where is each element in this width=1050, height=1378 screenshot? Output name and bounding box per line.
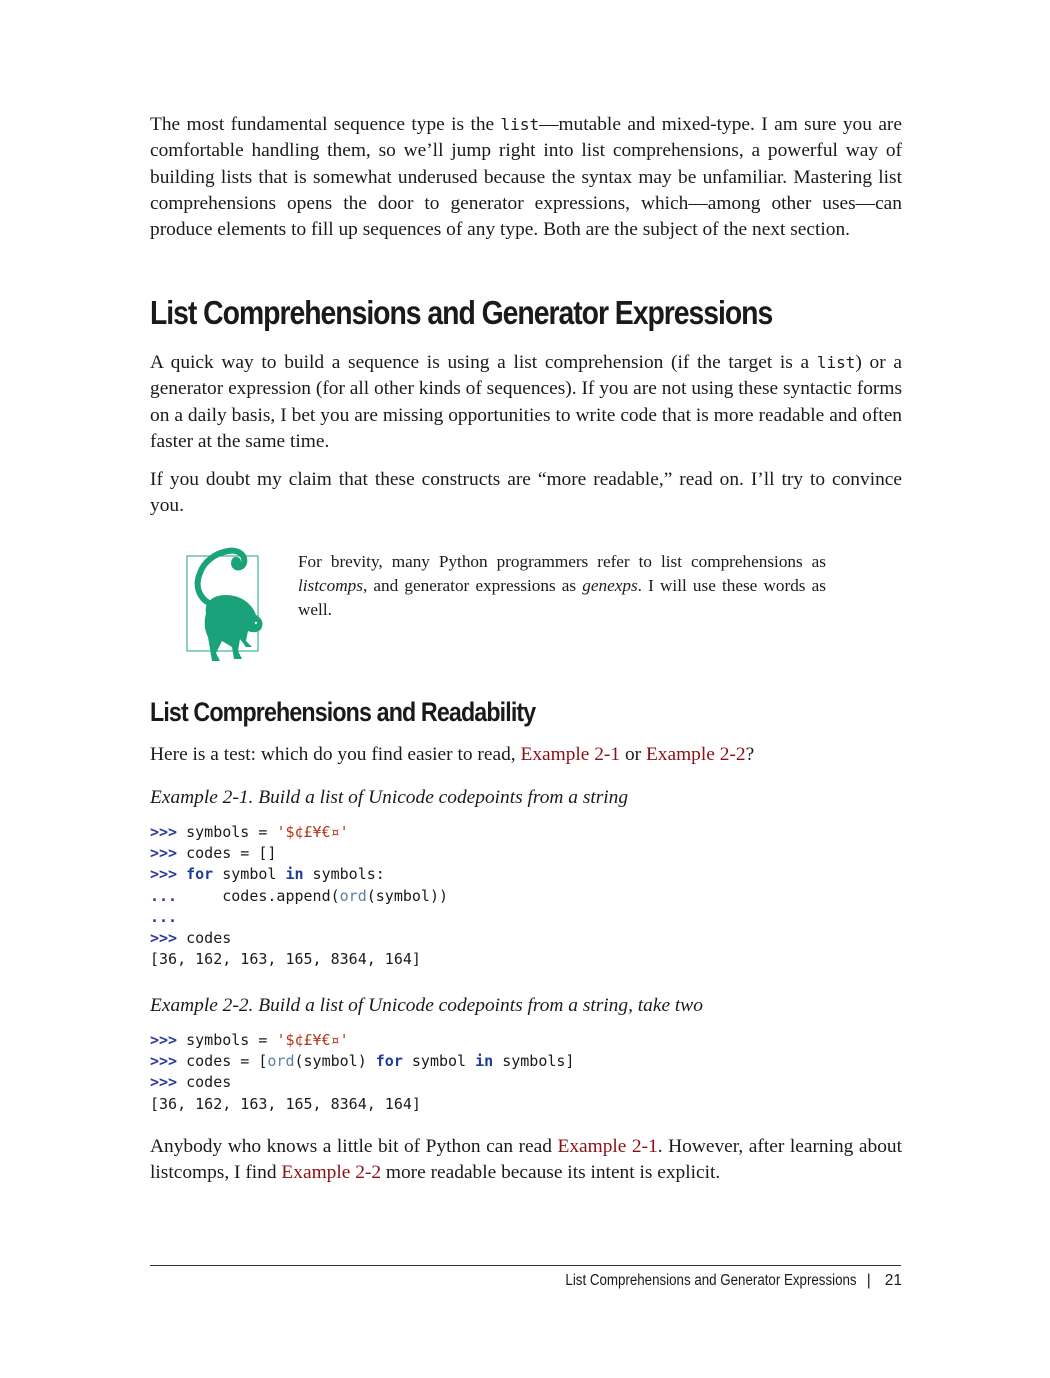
example-2-1-code: >>> symbols = '$¢£¥€¤' >>> codes = [] >>… bbox=[150, 822, 448, 970]
example-2-1-caption: Example 2-1. Build a list of Unicode cod… bbox=[150, 787, 629, 808]
prompt: >>> bbox=[150, 844, 178, 863]
code-output: [36, 162, 163, 165, 8364, 164] bbox=[150, 950, 421, 969]
code-output: [36, 162, 163, 165, 8364, 164] bbox=[150, 1094, 421, 1113]
note-text-2: , and generator expressions as bbox=[362, 576, 583, 595]
keyword-for: for bbox=[375, 1052, 403, 1071]
code-text: codes bbox=[177, 1073, 232, 1092]
sec1-p1-text-b: ) or a generator expression (for all oth… bbox=[150, 352, 902, 452]
prompt: >>> bbox=[150, 865, 178, 884]
section1-paragraph-1: A quick way to build a sequence is using… bbox=[150, 350, 902, 455]
sec1-p1-text-a: A quick way to build a sequence is using… bbox=[150, 352, 817, 373]
code-text: codes bbox=[177, 929, 232, 948]
keyword-in: in bbox=[285, 865, 304, 884]
prompt: >>> bbox=[150, 1052, 178, 1071]
continuation-prompt: ... bbox=[150, 907, 178, 926]
xref-example-2-1-b[interactable]: Example 2-1 bbox=[557, 1136, 658, 1157]
intro-paragraph: The most fundamental sequence type is th… bbox=[150, 112, 902, 243]
xref-example-2-2-b[interactable]: Example 2-2 bbox=[281, 1162, 382, 1184]
string-literal: '$¢£¥€¤' bbox=[276, 1031, 349, 1049]
note-text-1: For brevity, many Python programmers ref… bbox=[298, 552, 826, 571]
footer-divider bbox=[150, 1265, 901, 1266]
inline-code-list-2: list bbox=[816, 353, 856, 372]
continuation-prompt: ... bbox=[150, 886, 178, 905]
keyword-for: for bbox=[186, 865, 214, 884]
inline-code-list: list bbox=[500, 115, 540, 134]
section2-paragraph-1: Here is a test: which do you find easier… bbox=[150, 742, 902, 768]
keyword-in: in bbox=[475, 1052, 494, 1071]
code-text: symbol bbox=[402, 1052, 476, 1071]
prompt: >>> bbox=[150, 1031, 178, 1049]
page-number: 21 bbox=[884, 1272, 902, 1289]
code-text: (symbol)) bbox=[366, 886, 449, 905]
code-text: (symbol) bbox=[294, 1052, 376, 1071]
lemur-icon bbox=[186, 547, 263, 661]
page-footer: List Comprehensions and Generator Expres… bbox=[518, 1272, 902, 1290]
closing-text-2: . However, after learning about listcomp… bbox=[150, 1136, 902, 1184]
prompt: >>> bbox=[150, 929, 178, 948]
code-text: codes = [ bbox=[177, 1052, 268, 1071]
xref-example-2-1[interactable]: Example 2-1 bbox=[520, 744, 621, 765]
term-listcomps: listcomps bbox=[298, 576, 363, 595]
code-text: symbols: bbox=[303, 865, 385, 884]
running-footer-title: List Comprehensions and Generator Expres… bbox=[565, 1272, 857, 1289]
prompt: >>> bbox=[150, 823, 178, 841]
intro-text-1: The most fundamental sequence type is th… bbox=[150, 114, 501, 135]
code-text: codes.append( bbox=[177, 886, 340, 905]
tip-note-text: For brevity, many Python programmers ref… bbox=[298, 550, 826, 622]
code-text: codes = [] bbox=[177, 844, 277, 863]
section-heading-list-comprehensions: List Comprehensions and Generator Expres… bbox=[150, 294, 773, 331]
builtin-ord: ord bbox=[339, 886, 367, 905]
footer-separator: | bbox=[866, 1272, 871, 1289]
closing-text-1: Anybody who knows a little bit of Python… bbox=[150, 1136, 558, 1157]
sec2-text-c: ? bbox=[745, 744, 755, 765]
code-text: symbol bbox=[213, 865, 286, 884]
code-text: symbols] bbox=[493, 1052, 575, 1071]
sec2-text-a: Here is a test: which do you find easier… bbox=[150, 744, 521, 765]
sec2-text-b: or bbox=[620, 744, 646, 765]
term-genexps: genexps bbox=[582, 576, 638, 595]
prompt: >>> bbox=[150, 1073, 178, 1092]
code-text: symbols = bbox=[177, 1031, 277, 1049]
section1-paragraph-2: If you doubt my claim that these constru… bbox=[150, 469, 902, 517]
subsection-heading-readability: List Comprehensions and Readability bbox=[150, 697, 536, 727]
xref-example-2-2[interactable]: Example 2-2 bbox=[645, 744, 746, 765]
builtin-ord: ord bbox=[267, 1052, 295, 1071]
intro-text-2: —mutable and mixed-type. I am sure you a… bbox=[150, 114, 902, 241]
note-text-3: . I will use these words as well. bbox=[298, 576, 826, 619]
code-text: symbols = bbox=[177, 823, 277, 841]
closing-paragraph: Anybody who knows a little bit of Python… bbox=[150, 1134, 902, 1187]
closing-text-3: more readable because its intent is expl… bbox=[381, 1162, 721, 1184]
string-literal: '$¢£¥€¤' bbox=[276, 823, 349, 841]
example-2-2-code: >>> symbols = '$¢£¥€¤' >>> codes = [ord(… bbox=[150, 1030, 574, 1115]
tip-note: For brevity, many Python programmers ref… bbox=[186, 543, 906, 665]
example-2-2-caption: Example 2-2. Build a list of Unicode cod… bbox=[150, 995, 703, 1016]
